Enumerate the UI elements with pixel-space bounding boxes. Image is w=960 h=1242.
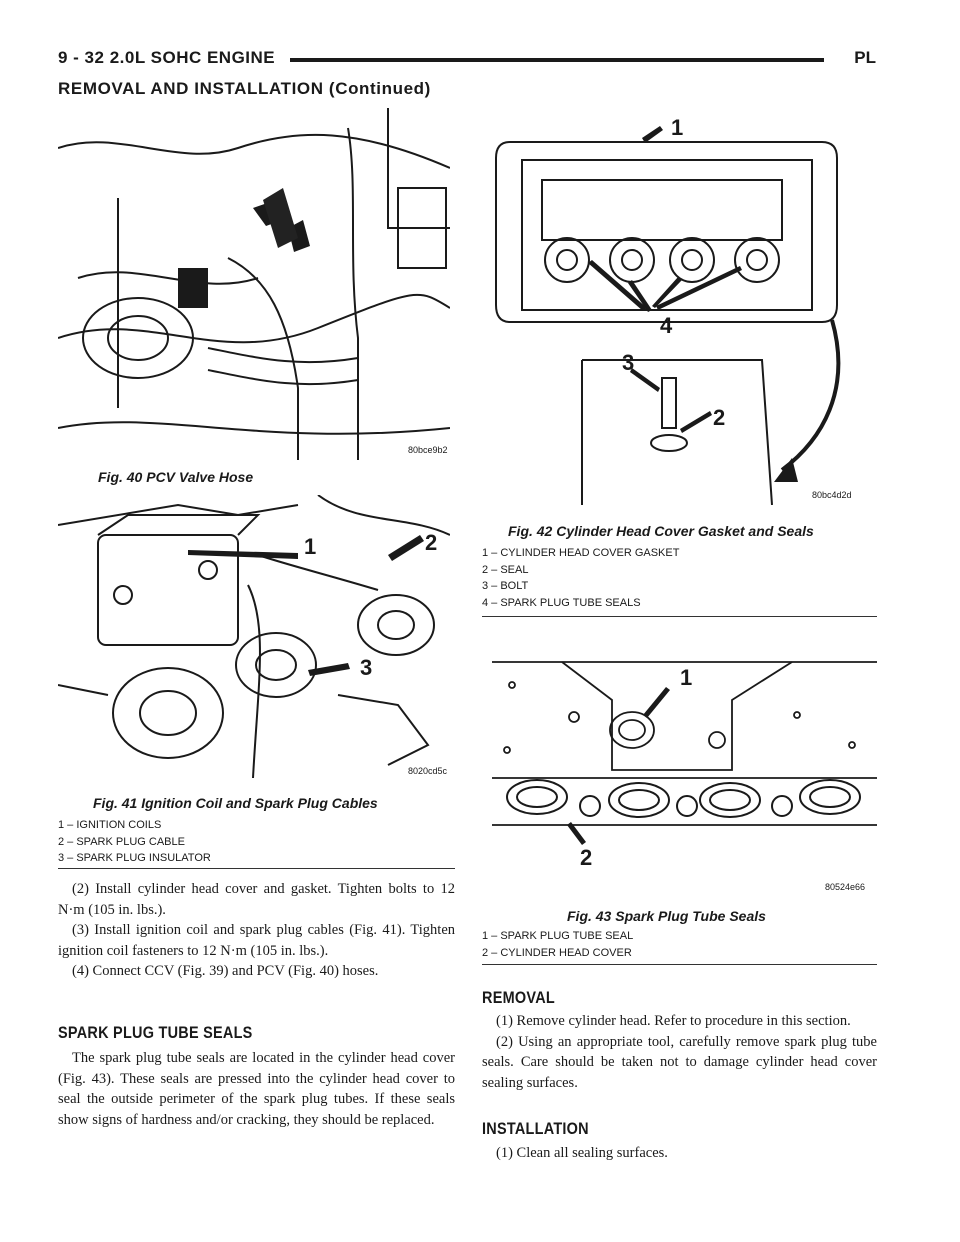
fig43-code: 80524e66 bbox=[825, 882, 866, 892]
fig42-callout-3: 3 bbox=[622, 350, 635, 375]
page-reference: 9 - 32 2.0L SOHC ENGINE bbox=[58, 48, 276, 67]
step-2: (2) Install cylinder head cover and gask… bbox=[58, 881, 455, 918]
fig41-separator bbox=[58, 868, 455, 869]
fig41-legend-item: 3 – SPARK PLUG INSULATOR bbox=[58, 852, 211, 864]
section-heading: SPARK PLUG TUBE SEALS bbox=[58, 1023, 253, 1042]
removal-heading: REMOVAL bbox=[482, 988, 555, 1007]
fig41-caption: Fig. 41 Ignition Coil and Spark Plug Cab… bbox=[93, 795, 378, 811]
fig41-code: 8020cd5c bbox=[408, 766, 448, 776]
step-4: (4) Connect CCV (Fig. 39) and PCV (Fig. … bbox=[72, 963, 379, 979]
installation-steps: (1) Clean all sealing surfaces. bbox=[482, 1143, 877, 1164]
fig42-illustration bbox=[492, 110, 877, 505]
installation-step: (1) Clean all sealing surfaces. bbox=[496, 1145, 668, 1161]
fig40-caption: Fig. 40 PCV Valve Hose bbox=[98, 469, 254, 485]
fig41-illustration bbox=[58, 495, 450, 778]
fig43-caption: Fig. 43 Spark Plug Tube Seals bbox=[567, 908, 766, 924]
removal-steps: (1) Remove cylinder head. Refer to proce… bbox=[482, 1011, 877, 1093]
header-rule bbox=[290, 58, 824, 62]
fig43-callout-2: 2 bbox=[580, 845, 593, 870]
fig40-code: 80bce9b2 bbox=[408, 445, 448, 455]
removal-step: (1) Remove cylinder head. Refer to proce… bbox=[496, 1013, 851, 1029]
fig43-legend: 1 – SPARK PLUG TUBE SEAL 2 – CYLINDER HE… bbox=[482, 928, 633, 961]
fig42-legend-item: 3 – BOLT bbox=[482, 580, 529, 592]
page-header: 9 - 32 2.0L SOHC ENGINE PL bbox=[58, 40, 876, 74]
fig43-legend-item: 1 – SPARK PLUG TUBE SEAL bbox=[482, 930, 634, 942]
fig42-legend-item: 4 – SPARK PLUG TUBE SEALS bbox=[482, 596, 641, 609]
fig42-legend-item: 1 – CYLINDER HEAD COVER GASKET bbox=[482, 547, 680, 559]
step-3: (3) Install ignition coil and spark plug… bbox=[58, 922, 455, 959]
fig42-caption: Fig. 42 Cylinder Head Cover Gasket and S… bbox=[508, 523, 814, 539]
section-code: PL bbox=[854, 48, 876, 67]
fig41-callout-1: 1 bbox=[304, 534, 317, 559]
fig41-callout-2: 2 bbox=[425, 530, 438, 555]
fig42-callout-4: 4 bbox=[660, 313, 673, 338]
fig42-legend: 1 – CYLINDER HEAD COVER GASKET 2 – SEAL … bbox=[482, 545, 679, 611]
fig40-illustration bbox=[58, 108, 450, 460]
left-steps: (2) Install cylinder head cover and gask… bbox=[58, 879, 455, 982]
section-paragraph: The spark plug tube seals are located in… bbox=[58, 1048, 455, 1130]
fig43-legend-item: 2 – CYLINDER HEAD COVER bbox=[482, 946, 632, 959]
fig42-separator bbox=[482, 616, 877, 617]
fig41-legend-item: 1 – IGNITION COILS bbox=[58, 819, 162, 831]
removal-step: (2) Using an appropriate tool, carefully… bbox=[482, 1033, 877, 1091]
fig42-callout-2: 2 bbox=[713, 405, 726, 430]
fig43-callout-1: 1 bbox=[680, 665, 693, 690]
fig41-legend: 1 – IGNITION COILS 2 – SPARK PLUG CABLE … bbox=[58, 817, 211, 867]
fig43-illustration bbox=[492, 640, 877, 876]
fig41-legend-item: 2 – SPARK PLUG CABLE bbox=[58, 835, 185, 848]
fig42-legend-item: 2 – SEAL bbox=[482, 563, 529, 576]
fig43-separator bbox=[482, 964, 877, 965]
fig41-callout-3: 3 bbox=[360, 655, 373, 680]
fig42-callout-1: 1 bbox=[671, 115, 684, 140]
continued-title: REMOVAL AND INSTALLATION (Continued) bbox=[58, 79, 431, 98]
fig42-code: 80bc4d2d bbox=[812, 490, 852, 500]
installation-heading: INSTALLATION bbox=[482, 1119, 589, 1138]
section-paragraph-text: The spark plug tube seals are located in… bbox=[58, 1050, 455, 1128]
